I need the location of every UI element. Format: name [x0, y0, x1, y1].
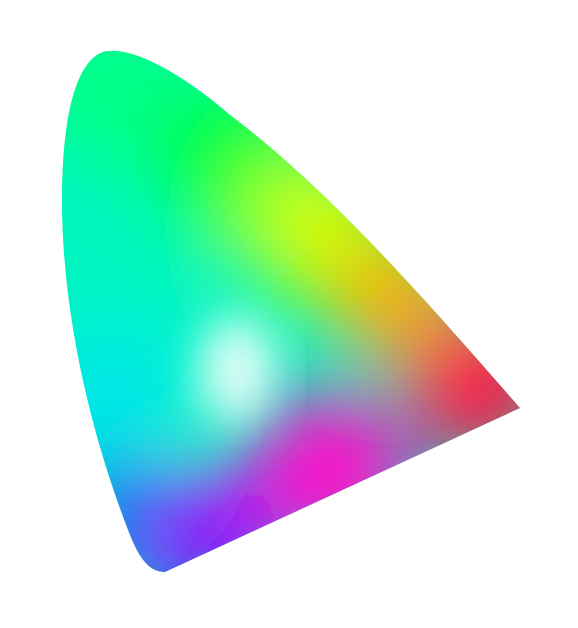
blue-corner-highlight — [148, 532, 168, 558]
color-region-blue-corner — [125, 520, 205, 573]
color-highlight-layer — [148, 315, 278, 558]
color-region-aqua — [62, 170, 180, 330]
color-region-cyan — [62, 315, 185, 465]
white-point-region — [198, 315, 278, 425]
color-region-red-corner — [405, 310, 520, 460]
color-region-magenta — [250, 390, 410, 550]
color-region-deep-blue — [75, 455, 165, 545]
